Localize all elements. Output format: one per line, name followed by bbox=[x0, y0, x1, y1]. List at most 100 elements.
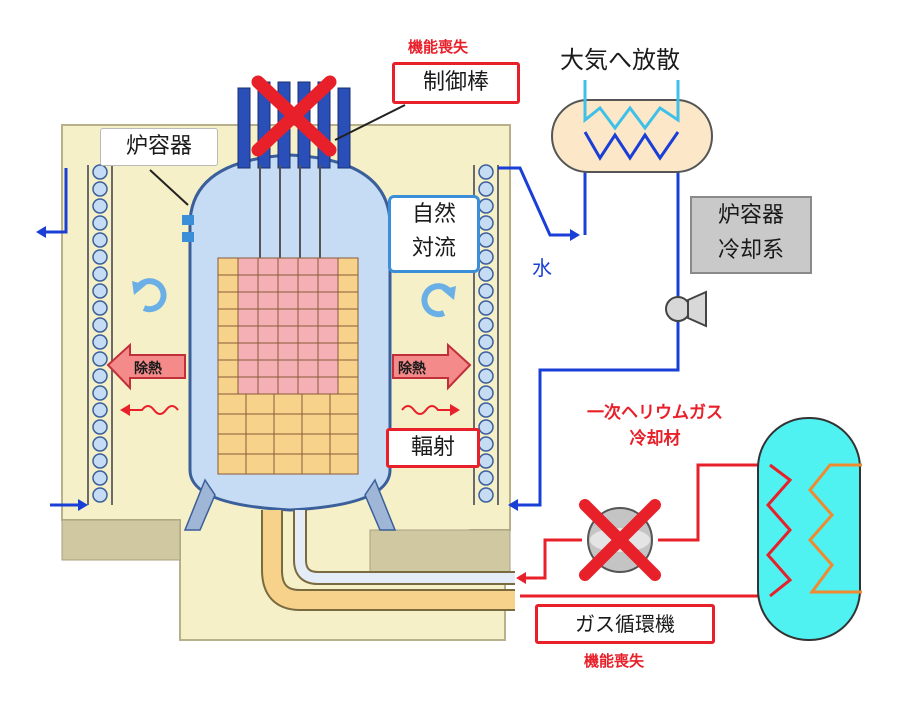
fuel-block bbox=[317, 257, 339, 276]
fuel-block bbox=[277, 342, 299, 361]
reflector-block bbox=[217, 433, 247, 455]
primary-helium-line2: 冷却材 bbox=[629, 429, 681, 449]
cooling-tube bbox=[92, 368, 108, 384]
fuel-block bbox=[297, 325, 319, 344]
rotation-arrow-icon bbox=[421, 283, 456, 318]
cooling-tube bbox=[92, 487, 108, 503]
fuel-block bbox=[337, 257, 359, 276]
natural-convection-label: 自然 対流 bbox=[388, 195, 480, 273]
control-rod-label: 制御棒 bbox=[392, 62, 520, 104]
reflector-block bbox=[217, 393, 247, 415]
primary-helium-line1: 一次ヘリウムガス bbox=[587, 403, 723, 423]
helium-coolant-lines bbox=[520, 463, 770, 598]
fuel-block bbox=[217, 376, 239, 395]
gas-circulator-loss-label: 機能喪失 bbox=[584, 652, 645, 670]
fuel-block bbox=[257, 359, 279, 378]
cooling-tube bbox=[478, 317, 494, 333]
cooling-tube bbox=[92, 283, 108, 299]
concrete-shadow-right bbox=[369, 529, 511, 576]
fuel-block bbox=[317, 325, 339, 344]
fuel-block bbox=[337, 325, 359, 344]
fuel-block bbox=[257, 274, 279, 293]
water-arrowhead bbox=[36, 226, 46, 238]
cooling-tube bbox=[92, 317, 108, 333]
fuel-block bbox=[297, 376, 319, 395]
cooling-tube bbox=[478, 198, 494, 214]
reflector-block bbox=[329, 413, 359, 435]
fuel-block bbox=[237, 308, 259, 327]
fuel-block bbox=[237, 325, 259, 344]
helium-heat-exchanger bbox=[757, 417, 862, 641]
cooling-tube bbox=[478, 453, 494, 469]
primary-helium-label: 一次ヘリウムガス 冷却材 bbox=[555, 400, 755, 452]
helium-arrowhead bbox=[516, 572, 526, 584]
fuel-block bbox=[217, 257, 239, 276]
reflector-block bbox=[273, 413, 303, 435]
concrete-shadow-left bbox=[61, 519, 181, 561]
fuel-block bbox=[337, 359, 359, 378]
fuel-block bbox=[317, 342, 339, 361]
fuel-block bbox=[277, 359, 299, 378]
natural-convection-line1: 自然 bbox=[411, 202, 456, 227]
reflector-block bbox=[301, 453, 331, 475]
fuel-block bbox=[257, 376, 279, 395]
fuel-block bbox=[337, 274, 359, 293]
fuel-block bbox=[257, 308, 279, 327]
reflector-block bbox=[301, 393, 331, 415]
cooling-tube bbox=[92, 334, 108, 350]
cooling-tube bbox=[478, 334, 494, 350]
cooling-tube bbox=[92, 300, 108, 316]
reflector-block bbox=[245, 393, 275, 415]
rotation-arrow-icon bbox=[132, 278, 167, 313]
cooling-tube bbox=[92, 470, 108, 486]
cooling-tube bbox=[478, 385, 494, 401]
cooling-tube bbox=[92, 181, 108, 197]
reflector-block bbox=[329, 393, 359, 415]
cooling-tube bbox=[92, 436, 108, 452]
fuel-block bbox=[277, 257, 299, 276]
fuel-block bbox=[257, 342, 279, 361]
cooling-tube bbox=[92, 232, 108, 248]
heat-removal-left-label: 除熱 bbox=[134, 361, 162, 377]
heat-removal-right-label: 除熱 bbox=[398, 361, 426, 377]
cooling-tube bbox=[92, 198, 108, 214]
reflector-block bbox=[217, 413, 247, 435]
cooling-tube bbox=[92, 249, 108, 265]
reflector-block bbox=[273, 453, 303, 475]
cooling-tube bbox=[478, 181, 494, 197]
water-arrowhead bbox=[570, 229, 580, 241]
reflector-block bbox=[245, 433, 275, 455]
reflector-block bbox=[301, 433, 331, 455]
cooling-tube bbox=[92, 419, 108, 435]
cooling-tube bbox=[478, 351, 494, 367]
reflector-block bbox=[217, 453, 247, 475]
wavy-radiation-icon bbox=[120, 404, 179, 416]
release-to-atmosphere-label: 大気へ放散 bbox=[560, 46, 680, 74]
cooling-tube bbox=[92, 385, 108, 401]
fuel-block bbox=[277, 308, 299, 327]
radiation-label: 輻射 bbox=[386, 428, 480, 468]
cooling-tube bbox=[478, 164, 494, 180]
fuel-block bbox=[297, 359, 319, 378]
cooling-tube bbox=[478, 402, 494, 418]
reflector-block bbox=[273, 393, 303, 415]
wavy-radiation-icon bbox=[401, 404, 460, 416]
cooling-tube bbox=[478, 215, 494, 231]
cooling-tube bbox=[478, 436, 494, 452]
fuel-block bbox=[257, 257, 279, 276]
control-rod-leader bbox=[334, 104, 406, 141]
vessel-cooling-system-line1: 炉容器 bbox=[717, 203, 784, 228]
fuel-block bbox=[217, 325, 239, 344]
fuel-block bbox=[297, 308, 319, 327]
cooling-tube bbox=[478, 249, 494, 265]
fuel-block bbox=[317, 376, 339, 395]
cooling-tube bbox=[478, 368, 494, 384]
heat-removal-right-arrow bbox=[392, 342, 472, 391]
coolant-pipes bbox=[261, 510, 515, 611]
fuel-block bbox=[337, 291, 359, 310]
fuel-block bbox=[277, 325, 299, 344]
fuel-block bbox=[317, 274, 339, 293]
fuel-block bbox=[277, 376, 299, 395]
water-label: 水 bbox=[532, 256, 552, 280]
fuel-block bbox=[237, 291, 259, 310]
